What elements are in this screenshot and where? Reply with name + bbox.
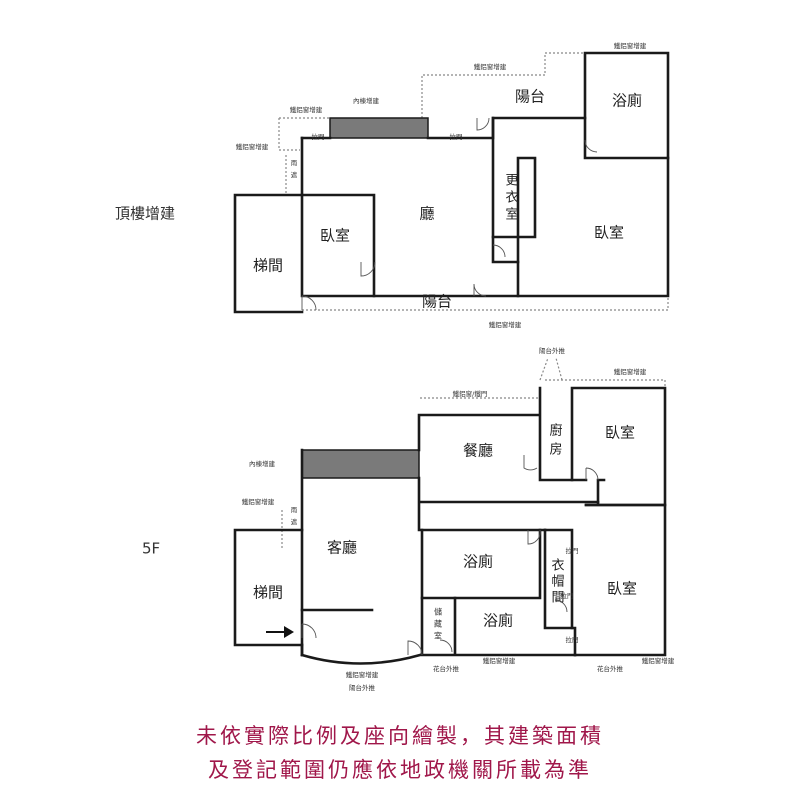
- note-balcony-extension: 陽台外推: [349, 683, 376, 692]
- bedroom-lower-label: 臥室: [607, 580, 637, 598]
- note-sliding-door: 拉門: [450, 132, 463, 141]
- fifth-floor-label: 5F: [142, 540, 160, 558]
- bedroom-large-label: 臥室: [594, 224, 624, 242]
- note-planter-extension: 花台外推: [433, 664, 460, 673]
- note-sliding-door: 拉門: [566, 635, 579, 644]
- door-arc: [360, 261, 376, 277]
- note-rain-shelter-2: 遮: [291, 170, 298, 179]
- stairwell-walls: [233, 528, 304, 647]
- bath-upper-walls: [420, 528, 577, 657]
- note-iron-window: 鐵鋁窗增建: [614, 41, 647, 50]
- top-floor-label: 頂樓增建: [115, 205, 175, 223]
- note-iron-window: 鐵鋁窗增建: [290, 105, 323, 114]
- stairwell-label: 梯間: [253, 257, 283, 275]
- closet-label-1: 更: [505, 174, 518, 189]
- note-iron-window: 鐵鋁窗增建: [236, 142, 269, 151]
- door-arc: [301, 295, 317, 311]
- note-iron-window: 鐵鋁窗增建: [642, 656, 675, 665]
- bedroom-walls: [573, 478, 667, 657]
- note-iron-window: 鐵鋁窗增建: [483, 656, 516, 665]
- bedroom-small-label: 臥室: [320, 227, 350, 245]
- top-floor-plan: 頂樓增建 陽台 浴廁 臥室 廳 更 衣 室 臥室 梯間 陽台: [115, 41, 670, 329]
- bottom-addition-outline: [302, 296, 669, 311]
- bedroom-large-wall: [516, 156, 537, 264]
- kitchen-bedroom-walls: [570, 386, 667, 507]
- door-arc: [527, 529, 541, 545]
- bath-label: 浴廁: [612, 92, 642, 110]
- living-room-label: 客廳: [327, 539, 357, 557]
- door-arc: [439, 639, 453, 653]
- door-arc: [301, 623, 317, 639]
- bath-walls: [583, 51, 670, 160]
- door-arc: [584, 139, 598, 153]
- entry-arrow-head: [284, 626, 294, 638]
- door-arc: [407, 640, 423, 656]
- storage-label-2: 藏: [434, 619, 442, 629]
- left-addition-outline: [278, 117, 330, 151]
- closet-label-2: 衣: [505, 190, 518, 206]
- note-rain-shelter-2: 遮: [291, 517, 298, 526]
- closet-label-3: 室: [505, 207, 518, 223]
- note-iron-window: 鐵鋁窗增建: [489, 320, 522, 329]
- inner-building-shade: [329, 117, 429, 139]
- fifth-floor-plan: 5F 餐廳 廚 房 臥室: [142, 346, 675, 692]
- note-balcony-extension: 陽台外推: [539, 346, 566, 355]
- stairwell-label: 梯間: [253, 584, 283, 602]
- note-sliding-door: 拉門: [561, 591, 574, 600]
- note-iron-window: 鐵鋁窗增建: [242, 497, 275, 506]
- outer-wall: [300, 136, 670, 298]
- note-sliding-door: 拉門: [312, 132, 325, 141]
- bedroom-small-walls: [300, 193, 376, 298]
- wardrobe-label-3: 間: [551, 591, 564, 606]
- door-arc: [476, 117, 490, 131]
- note-iron-door: 鐵鋁窗/鐵門: [453, 389, 488, 398]
- dining-room-label: 餐廳: [463, 442, 493, 460]
- bath-lower-label: 浴廁: [483, 612, 513, 630]
- door-arc: [492, 244, 506, 258]
- stairwell-walls: [233, 193, 304, 314]
- door-arc: [523, 455, 538, 471]
- mid-walls: [417, 476, 600, 532]
- top-right-addition-outline: [545, 379, 666, 390]
- balcony-extension-outline: [539, 357, 563, 381]
- door-arc: [585, 467, 599, 481]
- living-right-wall: [491, 116, 520, 298]
- kitchen-label-1: 廚: [549, 423, 562, 439]
- living-room-label: 廳: [419, 205, 434, 223]
- curved-balcony-wall: [300, 653, 422, 665]
- bedroom-upper-label: 臥室: [605, 424, 635, 442]
- bath-upper-label: 浴廁: [463, 553, 493, 571]
- note-planter-extension: 花台外推: [597, 664, 624, 673]
- storage-bath-walls: [420, 596, 577, 657]
- wardrobe-walls: [543, 528, 574, 630]
- dining-walls: [417, 386, 588, 482]
- note-iron-window: 鐵鋁窗增建: [474, 62, 507, 71]
- iron-window-addition-outline: [421, 52, 585, 118]
- disclaimer-line-1: 未依實際比例及座向繪製，其建築面積: [196, 724, 604, 748]
- balcony-bottom-label: 陽台: [422, 293, 452, 311]
- storage-label-3: 室: [434, 631, 442, 641]
- note-iron-window: 鐵鋁窗增建: [346, 670, 379, 679]
- wardrobe-label-1: 衣: [551, 558, 564, 574]
- door-arc: [473, 283, 487, 297]
- note-sliding-door: 拉門: [566, 546, 579, 555]
- closet-walls: [491, 158, 537, 239]
- note-iron-window: 鐵鋁窗增建: [614, 367, 647, 376]
- note-inner-building: 內棟增建: [249, 459, 276, 468]
- inner-building-shade: [301, 449, 420, 479]
- disclaimer-line-2: 及登記範圍仍應依地政機關所載為準: [208, 758, 592, 782]
- note-inner-building: 內棟增建: [353, 96, 380, 105]
- storage-label-1: 儲: [434, 607, 442, 617]
- note-rain-shelter-1: 雨: [291, 506, 298, 514]
- door-arc: [554, 599, 568, 613]
- note-rain-shelter-1: 雨: [291, 159, 298, 167]
- wardrobe-label-2: 帽: [551, 574, 564, 590]
- kitchen-label-2: 房: [549, 442, 562, 458]
- balcony-top-label: 陽台: [515, 88, 545, 106]
